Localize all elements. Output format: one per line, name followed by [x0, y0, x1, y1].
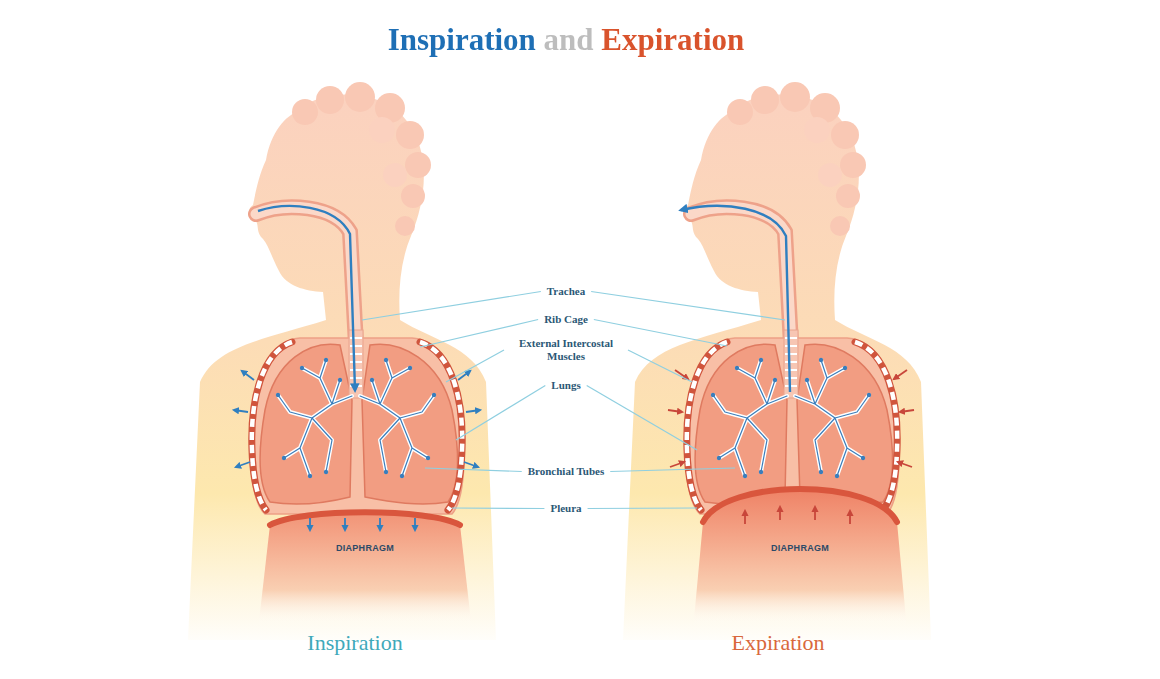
leader-line — [425, 468, 522, 472]
diaphragm-label: DIAPHRAGM — [336, 543, 394, 553]
part-label: Pleura — [548, 502, 583, 515]
expansion-arrows-part — [236, 462, 250, 467]
body-silhouette — [623, 82, 931, 640]
diaphragm-label: DIAPHRAGM — [771, 543, 829, 553]
contraction-arrows-part — [894, 370, 907, 379]
diaphragm-arrows — [745, 507, 850, 524]
leader-line — [610, 468, 735, 472]
diaphragm-arrows-part — [309, 518, 311, 530]
diaphragm-arrows-part — [849, 511, 851, 524]
contraction-arrows-part — [670, 462, 684, 467]
leader-line — [587, 386, 697, 451]
leader-line — [362, 292, 541, 321]
expiration-figure — [623, 82, 931, 640]
diaphragm-shape — [258, 512, 472, 630]
leader-line — [591, 292, 785, 321]
expansion-arrows — [234, 371, 480, 467]
figure-caption: Expiration — [732, 630, 825, 656]
contraction-arrows-part — [898, 462, 912, 467]
contraction-arrows-part — [668, 410, 682, 412]
contraction-arrows-part — [900, 410, 914, 412]
diaphragm-arrows-part — [344, 518, 346, 530]
expansion-arrows-part — [242, 371, 254, 380]
part-label: Rib Cage — [542, 313, 590, 326]
leader-line — [628, 350, 692, 382]
leader-line — [452, 507, 544, 509]
diaphragm-arrows — [310, 518, 415, 530]
expansion-arrows-part — [464, 462, 478, 467]
diaphragm-edge — [270, 512, 460, 525]
diaphragm-arrows-part — [779, 507, 781, 520]
diagram-title: Inspiration and Expiration — [388, 22, 745, 58]
part-label: Trachea — [545, 285, 587, 298]
body-silhouette — [188, 82, 496, 640]
part-label: Lungs — [549, 379, 582, 392]
inspiration-figure — [188, 82, 496, 640]
diaphragm-arrows-part — [379, 518, 381, 530]
diaphragm-arrows-part — [814, 507, 816, 520]
expansion-arrows-part — [466, 410, 480, 412]
diaphragm-arrows-part — [414, 518, 416, 530]
leader-lines-part — [362, 292, 785, 509]
part-label: Bronchial Tubes — [526, 465, 607, 478]
leader-line — [446, 350, 504, 382]
diaphragm-arrows-part — [744, 511, 746, 524]
leader-line — [456, 386, 545, 441]
expansion-arrows-part — [234, 410, 248, 412]
part-label: External Intercostal Muscles — [508, 337, 624, 363]
leader-line — [588, 507, 697, 509]
diaphragm-shape — [693, 489, 907, 630]
diaphragm-edge — [703, 489, 897, 522]
figure-caption: Inspiration — [307, 630, 402, 656]
airflow-arrow — [258, 206, 355, 390]
airflow-arrow — [681, 206, 790, 392]
